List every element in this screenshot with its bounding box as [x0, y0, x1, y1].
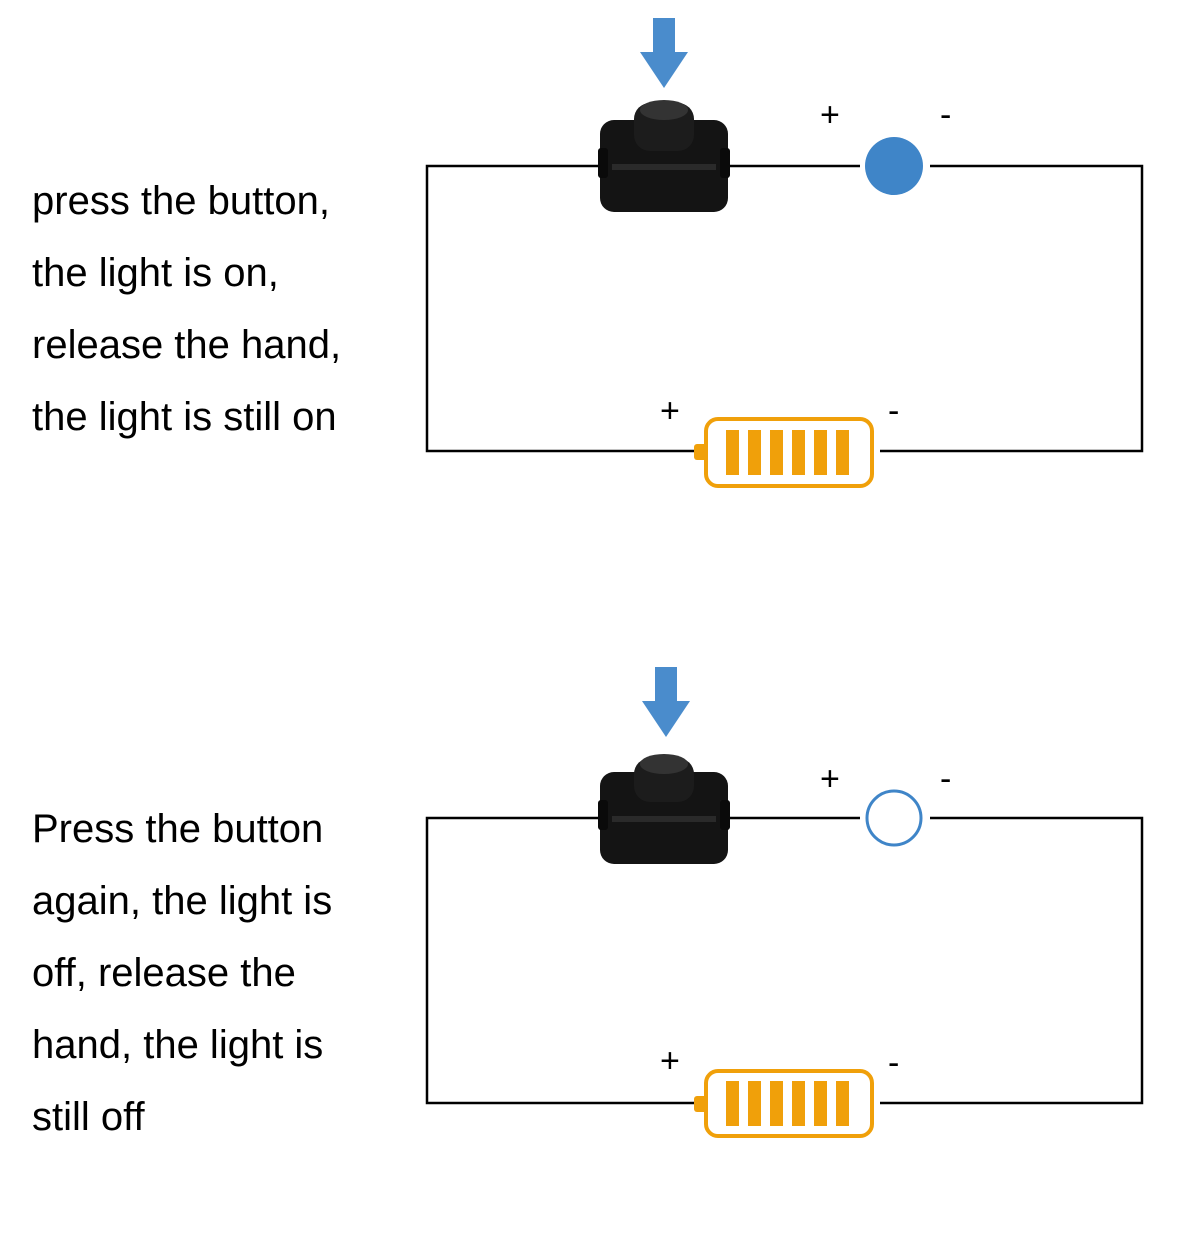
arrow-down-icon [640, 18, 688, 88]
caption-line: again, the light is [32, 879, 333, 923]
circuit-diagram-off: + - + - [425, 667, 1144, 1138]
circuit-diagram-on: + - + - [425, 18, 1144, 488]
caption-line: the light is on, [32, 251, 279, 295]
circuit-panel-on: press the button, the light is on, relea… [0, 0, 1200, 600]
wire-loop [425, 164, 1144, 453]
push-button-switch-icon [598, 754, 730, 864]
battery-minus-label: - [888, 392, 899, 430]
caption-line: the light is still on [32, 395, 337, 439]
battery-icon [694, 417, 874, 488]
caption-line: release the hand, [32, 323, 342, 367]
battery-icon [694, 1069, 874, 1138]
arrow-down-icon [642, 667, 690, 737]
bulb-minus-label: - [940, 96, 951, 134]
battery-minus-label: - [888, 1044, 899, 1082]
caption-line: Press the button [32, 807, 324, 851]
caption-line: off, release the [32, 951, 296, 995]
circuit-panel-off: Press the button again, the light is off… [0, 650, 1200, 1250]
caption-line: still off [32, 1095, 145, 1139]
caption-on: press the button, the light is on, relea… [32, 165, 412, 453]
caption-line: press the button, [32, 179, 330, 223]
bulb-plus-label: + [820, 760, 840, 798]
light-bulb-icon [865, 789, 923, 847]
bulb-minus-label: - [940, 760, 951, 798]
wire-loop [425, 816, 1144, 1105]
battery-plus-label: + [660, 1042, 680, 1080]
light-bulb-icon [865, 137, 923, 195]
battery-plus-label: + [660, 392, 680, 430]
caption-line: hand, the light is [32, 1023, 324, 1067]
bulb-plus-label: + [820, 96, 840, 134]
push-button-switch-icon [598, 100, 730, 212]
caption-off: Press the button again, the light is off… [32, 793, 412, 1153]
